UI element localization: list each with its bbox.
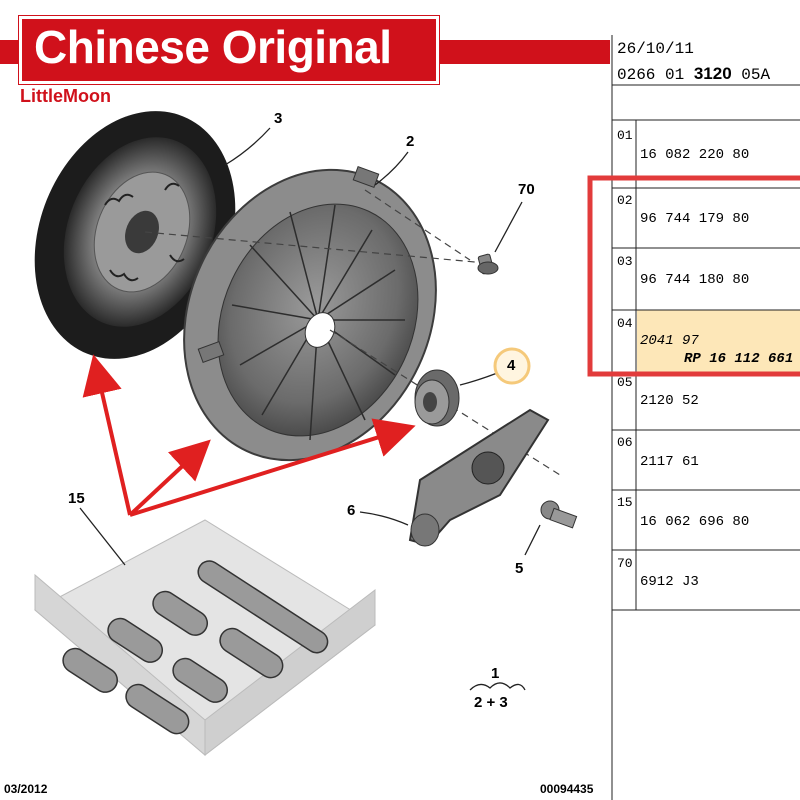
callout-5: 5 [515, 560, 524, 577]
legend-bracket [469, 682, 526, 691]
highlight-box [587, 175, 800, 377]
code-suffix: 05A [741, 66, 771, 84]
row-number: 06 [617, 435, 633, 450]
release-fork-part [408, 408, 550, 547]
release-bearing-part [414, 369, 460, 427]
screw-part-70 [477, 253, 499, 275]
row-number: 05 [617, 375, 633, 390]
parts-table-grid [587, 35, 800, 800]
catalog-date: 26/10/11 [617, 40, 694, 58]
catalog-code: 0266 01 3120 05A [617, 64, 770, 84]
row-number: 70 [617, 556, 633, 571]
legend-bottom: 2 + 3 [474, 694, 508, 711]
part-number: 2120 52 [640, 393, 699, 409]
clutch-disc-part [34, 111, 236, 359]
row-number: 15 [617, 495, 633, 510]
row-number: 03 [617, 254, 633, 269]
part-number: 6912 J3 [640, 574, 699, 590]
part-number-secondary: RP 16 112 661 [684, 351, 794, 367]
row-number: 04 [617, 316, 633, 331]
callout-4: 4 [507, 357, 516, 374]
footer-ref: 00094435 [540, 782, 594, 796]
part-number: 96 744 179 80 [640, 211, 750, 227]
tool-kit-part [34, 519, 376, 757]
callout-70: 70 [518, 181, 535, 198]
brand-label: LittleMoon [20, 86, 111, 106]
part-number: 16 062 696 80 [640, 514, 750, 530]
callout-3: 3 [274, 110, 283, 127]
banner-box [18, 15, 440, 85]
part-number: 96 744 180 80 [640, 272, 750, 288]
legend-top: 1 [491, 665, 500, 682]
callout-2: 2 [406, 133, 415, 150]
row-number: 02 [617, 193, 633, 208]
highlight-arrows [82, 354, 416, 517]
banner-title: Chinese Original [34, 21, 392, 73]
part-number: 16 082 220 80 [640, 147, 750, 163]
code-main: 3120 [693, 64, 732, 83]
pivot-pin-part [540, 500, 578, 529]
callout-ring [493, 347, 531, 385]
leader-lines [79, 127, 541, 566]
footer-date: 03/2012 [4, 782, 48, 796]
row-number: 01 [617, 128, 633, 143]
part-number: 2117 61 [640, 454, 699, 470]
callout-6: 6 [347, 502, 356, 519]
part-number: 2041 97 [640, 333, 699, 349]
code-prefix: 0266 01 [617, 66, 685, 84]
pressure-plate-part [183, 166, 437, 462]
callout-15: 15 [68, 490, 85, 507]
